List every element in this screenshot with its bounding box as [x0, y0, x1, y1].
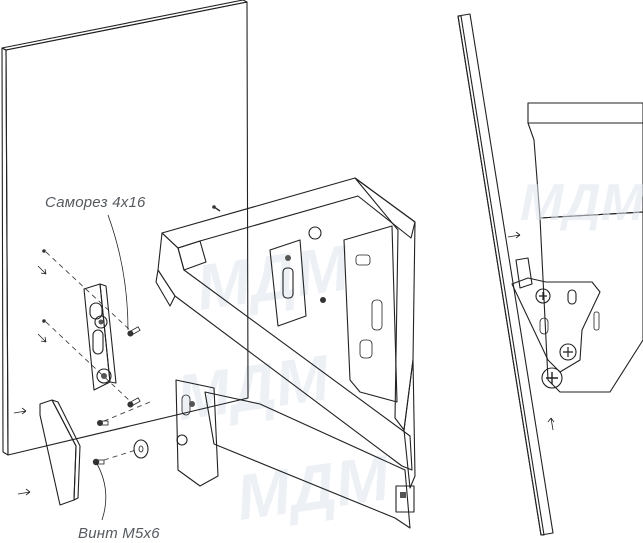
screw-icon	[127, 205, 221, 408]
svg-text:МДМ: МДМ	[232, 441, 395, 534]
drawer-frame	[155, 177, 416, 529]
guide-lines	[45, 251, 151, 461]
svg-text:МДМ: МДМ	[520, 174, 643, 232]
bolt-icon	[92, 420, 109, 466]
washer-icon	[133, 439, 149, 459]
arrow-icon	[13, 231, 555, 496]
end-cap	[39, 399, 81, 506]
pilot-holes	[42, 249, 46, 323]
screw-label: Саморез 4x16	[45, 194, 146, 211]
mounting-plate	[83, 283, 117, 391]
side-view-drawer	[511, 102, 643, 393]
svg-text:МДМ: МДМ	[192, 231, 355, 324]
side-view-panel	[457, 13, 554, 536]
watermark-right: МДМ	[520, 174, 643, 232]
side-panel	[1, 0, 249, 456]
bolt-label: Винт M5x6	[78, 525, 160, 542]
leader-lines	[95, 214, 129, 521]
